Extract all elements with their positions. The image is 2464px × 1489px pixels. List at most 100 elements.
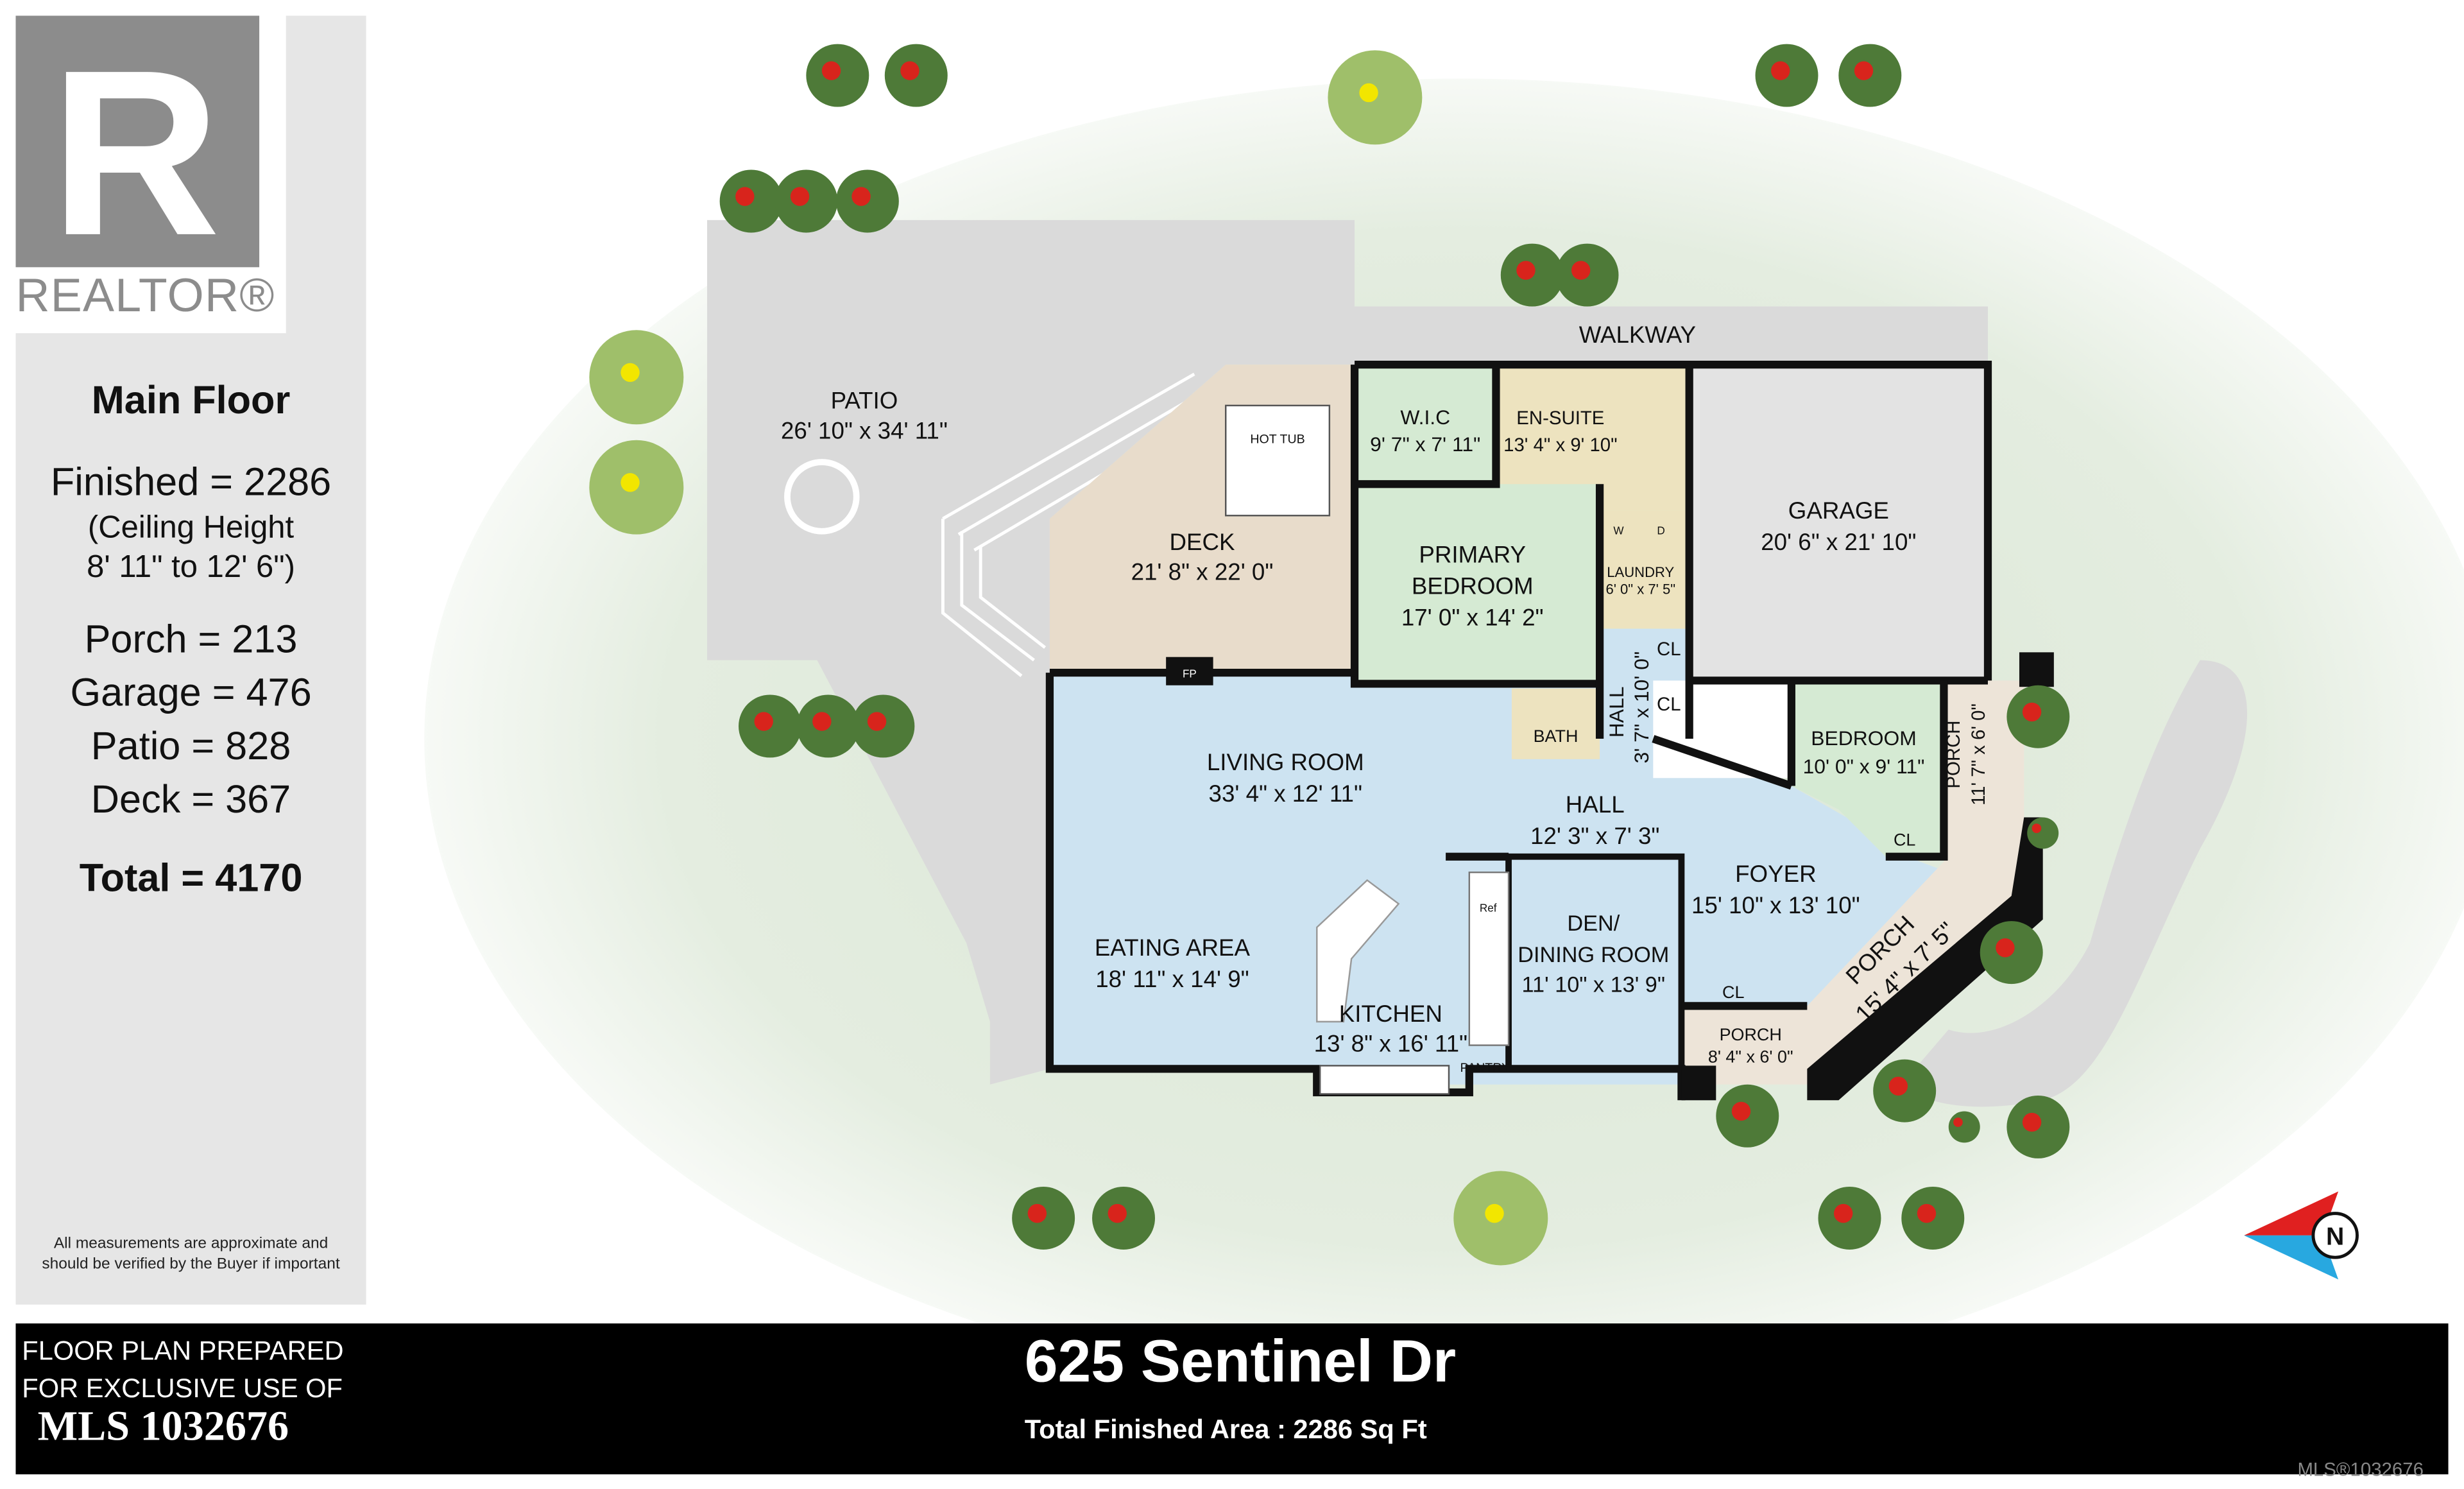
finished-area: Finished = 2286 xyxy=(50,460,332,505)
prepared-line: FOR EXCLUSIVE USE OF xyxy=(22,1373,343,1404)
porch-wall xyxy=(1807,817,2043,1101)
patio-dim: 26' 10" x 34' 11" xyxy=(781,417,948,443)
deck-label: DECK xyxy=(1169,529,1235,555)
porch-diagonal xyxy=(1681,817,2024,1085)
patio-top xyxy=(707,219,1355,307)
realtor-logo-mark: R xyxy=(15,15,260,285)
ceiling-height-range: 8' 11" to 12' 6") xyxy=(87,550,295,585)
post xyxy=(1681,1065,1716,1101)
bush-flower xyxy=(2032,823,2042,833)
bush-flower xyxy=(1571,261,1591,280)
den-dim: 11' 10" x 13' 9" xyxy=(1522,972,1665,997)
bush-flower xyxy=(754,712,773,731)
logo-word: REALTOR® xyxy=(15,270,275,323)
garage-dim: 20' 6" x 21' 10" xyxy=(1761,529,1916,555)
kitchen-counter xyxy=(1319,1065,1450,1095)
bush-flower xyxy=(1108,1203,1127,1223)
fire-pit xyxy=(784,459,860,535)
post xyxy=(2019,652,2054,687)
hall-v-label: HALL xyxy=(1605,687,1628,738)
porch-area: Porch = 213 xyxy=(84,617,298,662)
porch-v-dim: 11' 7" x 6' 0" xyxy=(1968,703,1989,805)
kitchen-label: KITCHEN xyxy=(1339,1001,1442,1027)
eating-label: EATING AREA xyxy=(1095,934,1251,961)
compass-letter: N xyxy=(2326,1223,2344,1251)
primary-label-2: BEDROOM xyxy=(1412,573,1534,599)
bush-flower xyxy=(867,712,887,731)
closet-label: CL xyxy=(1894,831,1915,850)
fireplace-label: FP xyxy=(1183,667,1197,680)
prepared-line: FLOOR PLAN PREPARED xyxy=(22,1336,344,1366)
disclaimer: All measurements are approximate and sho… xyxy=(15,1234,366,1275)
ceiling-height: (Ceiling Height xyxy=(87,510,295,546)
summary-panel: R REALTOR® Main Floor Finished = 2286 (C… xyxy=(15,15,366,1305)
deck-area: Deck = 367 xyxy=(90,778,291,822)
den-label: DEN/ xyxy=(1567,911,1620,936)
footer-bar: FLOOR PLAN PREPARED FOR EXCLUSIVE USE OF… xyxy=(15,1323,2449,1475)
landscaping-bushes xyxy=(589,44,2070,1266)
bush-flower xyxy=(851,187,871,206)
laundry xyxy=(1600,510,1690,629)
walkway-label: WALKWAY xyxy=(1579,322,1696,348)
foyer-dim: 15' 10" x 13' 10" xyxy=(1691,892,1860,918)
total-area: Total = 4170 xyxy=(79,856,303,901)
foyer-label: FOYER xyxy=(1735,861,1816,887)
fireplace xyxy=(1166,657,1213,685)
laundry-label: LAUNDRY xyxy=(1607,564,1674,580)
primary-label: PRIMARY xyxy=(1419,542,1526,568)
garage-area: Garage = 476 xyxy=(70,671,312,716)
bush-flower xyxy=(620,363,640,383)
laundry-dim: 6' 0" x 7' 5" xyxy=(1605,581,1675,598)
logo-letter: R xyxy=(50,20,221,285)
living-label: LIVING ROOM xyxy=(1207,749,1364,775)
curved-path xyxy=(1901,660,2248,1107)
bush-flower xyxy=(1888,1076,1908,1096)
hall-dim: 12' 3" x 7' 3" xyxy=(1530,823,1659,849)
den-dining xyxy=(1505,853,1685,1072)
bedroom-dim: 10' 0" x 9' 11" xyxy=(1803,755,1925,778)
prepared-for: FLOOR PLAN PREPARED FOR EXCLUSIVE USE OF xyxy=(22,1333,343,1409)
mls-watermark: MLS®1032676 xyxy=(2297,1458,2424,1481)
wic xyxy=(1355,365,1496,485)
bush-flower xyxy=(1854,61,1874,80)
realtor-logo: R REALTOR® xyxy=(15,15,286,334)
deck-dim: 21' 8" x 22' 0" xyxy=(1131,559,1274,585)
primary-bedroom xyxy=(1355,484,1600,684)
closet-label: CL xyxy=(1657,639,1681,660)
kitchen-island xyxy=(1316,879,1400,1023)
bush-flower xyxy=(1771,61,1790,80)
bush-flower xyxy=(1996,938,2015,958)
eating-dim: 18' 11" x 14' 9" xyxy=(1095,966,1249,992)
bath-label: BATH xyxy=(1534,727,1579,746)
hot-tub xyxy=(1224,404,1331,517)
bush xyxy=(2027,817,2059,849)
bush-flower xyxy=(620,473,640,492)
porch-v-label: PORCH xyxy=(1943,720,1964,788)
porch-small-dim: 8' 4" x 6' 0" xyxy=(1708,1047,1793,1067)
primary-dim: 17' 0" x 14' 2" xyxy=(1401,605,1544,631)
living-dim: 33' 4" x 12' 11" xyxy=(1209,780,1362,807)
bush-flower xyxy=(821,61,841,80)
hall-v-dim: 3' 7" x 10' 0" xyxy=(1630,651,1653,764)
den-label-2: DINING ROOM xyxy=(1518,943,1669,967)
closet-label: CL xyxy=(1722,983,1744,1002)
hall-label: HALL xyxy=(1566,791,1625,818)
bush-flower xyxy=(2022,1112,2042,1132)
bush-flower xyxy=(1953,1117,1963,1127)
wic-label: W.I.C xyxy=(1400,406,1450,429)
bush-flower xyxy=(812,712,832,731)
mls-number: MLS 1032676 xyxy=(37,1402,289,1449)
ensuite-label: EN-SUITE xyxy=(1516,408,1604,429)
north-compass-icon: N xyxy=(2244,1191,2359,1280)
kitchen-dim: 13' 8" x 16' 11" xyxy=(1314,1030,1467,1056)
dryer-label: D xyxy=(1657,524,1664,537)
patio-area: Patio = 828 xyxy=(90,724,291,769)
bush-flower xyxy=(1731,1101,1751,1121)
washer-label: W xyxy=(1613,524,1624,537)
kitchen-appliances xyxy=(1468,871,1510,1046)
fridge-label: Ref xyxy=(1480,901,1497,914)
closet-label: CL xyxy=(1657,694,1681,715)
bush-flower xyxy=(1833,1203,1853,1223)
bedroom-label: BEDROOM xyxy=(1811,727,1916,750)
